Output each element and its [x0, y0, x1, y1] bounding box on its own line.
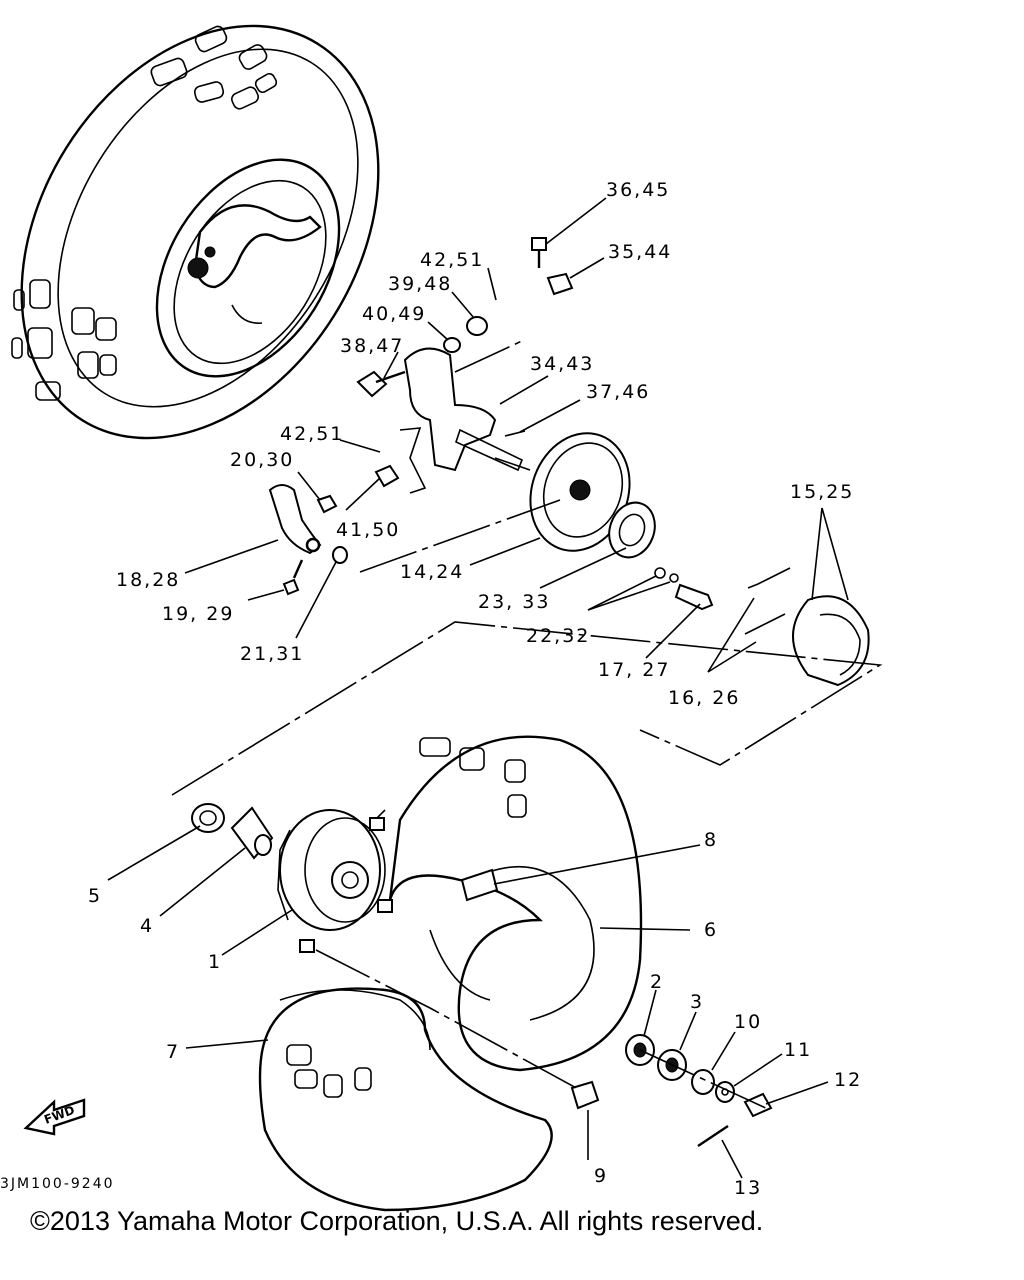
label-4: 4 — [140, 915, 154, 937]
brake-group — [529, 432, 870, 687]
label-15-25: 15,25 — [790, 481, 854, 503]
label-16-26: 16, 26 — [668, 687, 740, 709]
label-18-28: 18,28 — [116, 569, 180, 591]
label-19-29: 19, 29 — [162, 603, 234, 625]
label-38-47: 38,47 — [340, 335, 404, 357]
fwd-arrow-icon: FWD — [23, 1098, 86, 1136]
label-1: 1 — [208, 951, 222, 973]
label-13: 13 — [734, 1177, 762, 1199]
knuckle-group — [268, 237, 574, 596]
label-17-27: 17, 27 — [598, 659, 670, 681]
label-37-46: 37,46 — [586, 381, 650, 403]
part-labels: 36,45 35,44 42,51 39,48 40,49 38,47 34,4… — [0, 179, 862, 1199]
label-41-50: 41,50 — [336, 519, 400, 541]
label-9: 9 — [594, 1165, 608, 1187]
label-20-30: 20,30 — [230, 449, 294, 471]
label-35-44: 35,44 — [608, 241, 672, 263]
leader-lines — [107, 197, 883, 1179]
label-10: 10 — [734, 1011, 762, 1033]
label-40-49: 40,49 — [362, 303, 426, 325]
label-2: 2 — [650, 971, 664, 993]
label-11: 11 — [784, 1039, 812, 1061]
drawing-code: 3JM100-9240 — [0, 1176, 115, 1192]
label-39-48: 39,48 — [388, 273, 452, 295]
label-34-43: 34,43 — [530, 353, 594, 375]
label-42-51-upper: 42,51 — [420, 249, 484, 271]
label-14-24: 14,24 — [400, 561, 464, 583]
label-23-33: 23, 33 — [478, 591, 550, 613]
label-5: 5 — [88, 885, 102, 907]
label-21-31: 21,31 — [240, 643, 304, 665]
label-3: 3 — [690, 991, 704, 1013]
copyright-notice: ©2013 Yamaha Motor Corporation, U.S.A. A… — [30, 1206, 764, 1236]
label-36-45: 36,45 — [606, 179, 670, 201]
assembled-wheel — [11, 24, 380, 440]
label-8: 8 — [704, 829, 718, 851]
label-12: 12 — [834, 1069, 862, 1091]
exploded-wheel — [191, 735, 773, 1212]
label-6: 6 — [704, 919, 718, 941]
label-22-32: 22,32 — [526, 625, 590, 647]
label-42-51-lower: 42,51 — [280, 423, 344, 445]
label-7: 7 — [166, 1041, 180, 1063]
